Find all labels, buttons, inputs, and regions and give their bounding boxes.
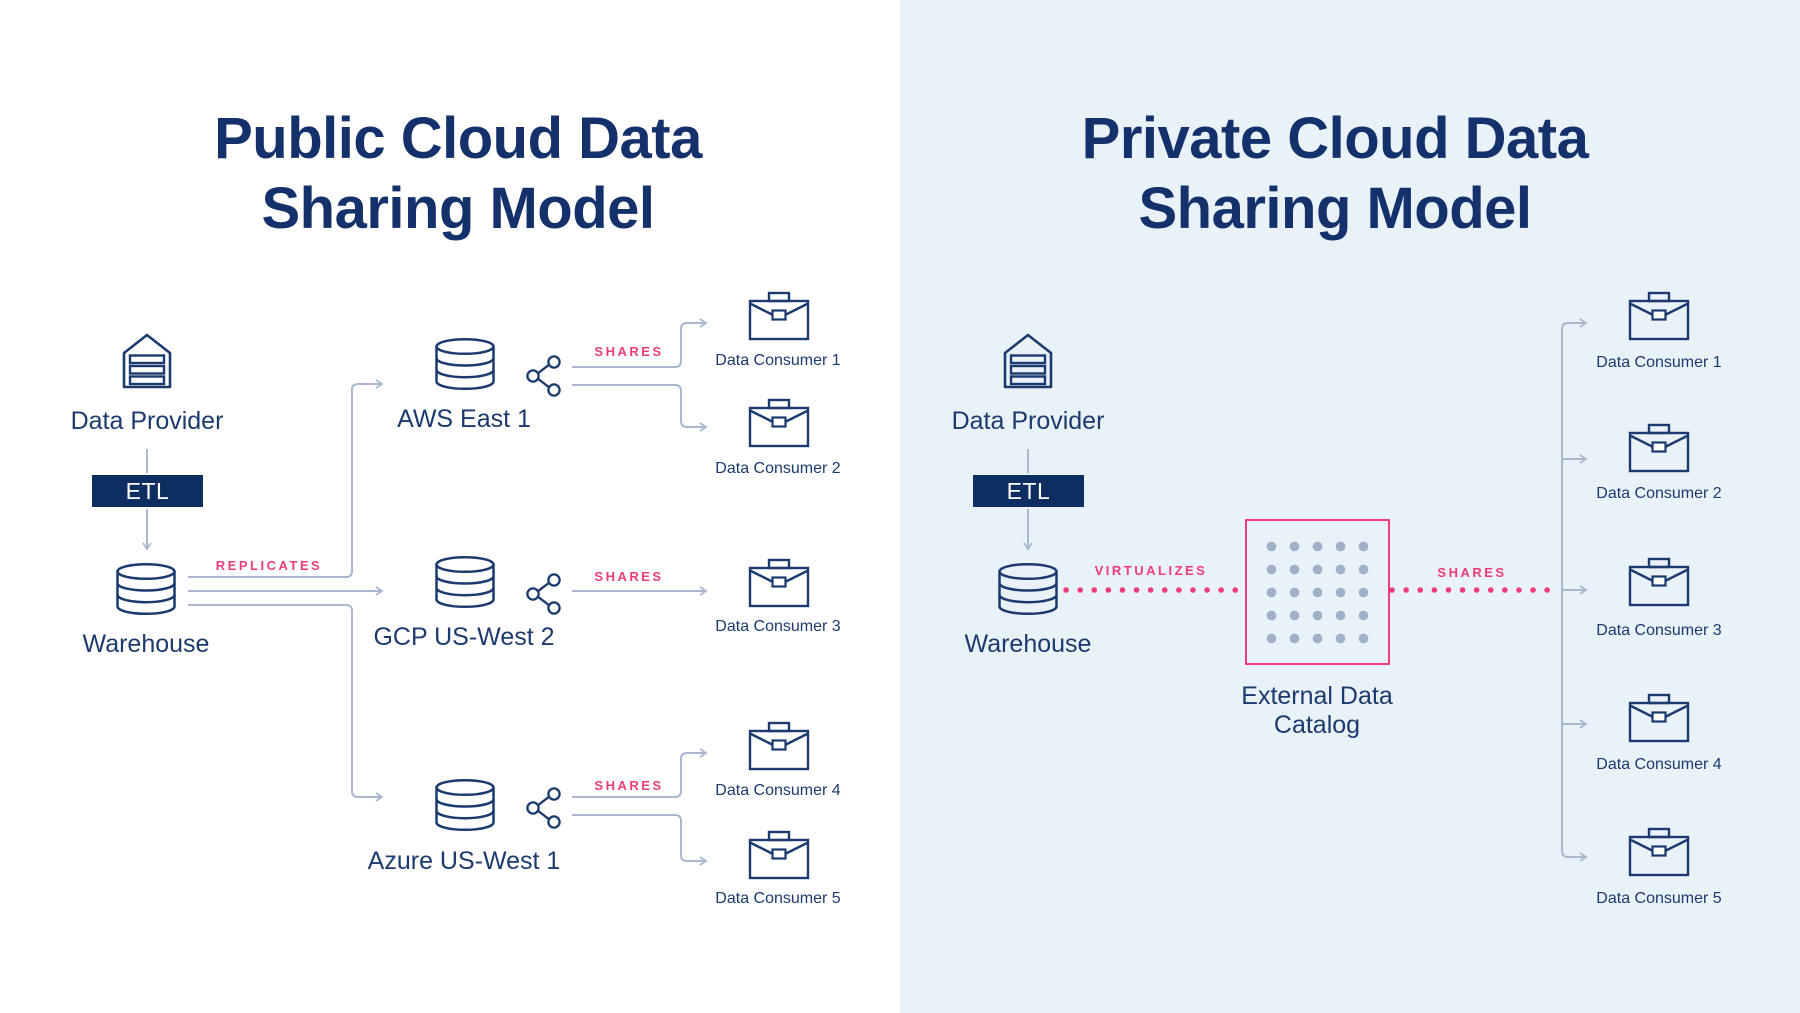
right-data-consumer-5-label: Data Consumer 5 <box>1596 890 1722 907</box>
catalog-label-line1: External Data <box>1241 682 1393 710</box>
aws-database-icon <box>433 337 497 391</box>
public-title-line1: Public Cloud Data <box>214 106 702 171</box>
data-provider-icon <box>1000 332 1056 390</box>
right-warehouse-label: Warehouse <box>964 630 1092 658</box>
public-title-line2: Sharing Model <box>261 176 655 241</box>
left-data-consumer-1-label: Data Consumer 1 <box>715 352 841 369</box>
private-panel-title: Private Cloud Data Sharing Model <box>935 104 1735 244</box>
private-title-line1: Private Cloud Data <box>1081 106 1589 171</box>
aws-share-line-consumer1 <box>572 318 708 368</box>
briefcase-icon <box>1628 557 1690 607</box>
private-title-line2: Sharing Model <box>1138 176 1532 241</box>
azure-database-icon <box>433 778 497 832</box>
gcp-database-icon <box>433 555 497 609</box>
right-warehouse-icon <box>996 562 1060 616</box>
external-data-catalog-label: External Data Catalog <box>1167 682 1467 740</box>
gcp-shares-label: SHARES <box>594 569 664 584</box>
left-etl-box: ETL <box>92 475 203 507</box>
left-data-provider-label: Data Provider <box>70 407 224 435</box>
right-etl-label: ETL <box>1006 477 1051 504</box>
briefcase-icon <box>1628 827 1690 877</box>
catalog-label-line2: Catalog <box>1273 711 1361 739</box>
right-etl-box: ETL <box>973 475 1084 507</box>
public-panel-title: Public Cloud Data Sharing Model <box>58 104 858 244</box>
right-shares-label: SHARES <box>1437 565 1507 580</box>
briefcase-icon <box>1628 291 1690 341</box>
briefcase-icon <box>1628 423 1690 473</box>
azure-share-line-consumer5 <box>572 814 708 866</box>
aws-share-icon <box>526 354 562 398</box>
left-warehouse-icon <box>114 562 178 616</box>
briefcase-icon <box>1628 693 1690 743</box>
left-warehouse-label: Warehouse <box>82 630 210 658</box>
catalog-dot-grid-icon <box>1260 535 1375 650</box>
right-data-provider-label: Data Provider <box>951 407 1105 435</box>
left-data-consumer-3-label: Data Consumer 3 <box>715 618 841 635</box>
briefcase-icon <box>748 398 810 448</box>
replicates-line-azure <box>188 604 384 802</box>
briefcase-icon <box>748 558 810 608</box>
azure-us-west-1-label: Azure US-West 1 <box>367 847 561 875</box>
azure-share-line-consumer4 <box>572 748 708 798</box>
briefcase-icon <box>748 291 810 341</box>
azure-shares-label: SHARES <box>594 778 664 793</box>
aws-east-1-label: AWS East 1 <box>397 405 531 433</box>
aws-share-line-consumer2 <box>572 384 708 432</box>
virtualizes-label: VIRTUALIZES <box>1094 563 1208 578</box>
left-data-consumer-2-label: Data Consumer 2 <box>715 460 841 477</box>
aws-shares-label: SHARES <box>594 344 664 359</box>
right-data-consumer-3-label: Data Consumer 3 <box>1596 622 1722 639</box>
gcp-us-west-2-label: GCP US-West 2 <box>373 623 555 651</box>
right-data-consumer-1-label: Data Consumer 1 <box>1596 354 1722 371</box>
left-etl-label: ETL <box>125 477 170 504</box>
briefcase-icon <box>748 830 810 880</box>
external-data-catalog-box <box>1245 519 1390 665</box>
briefcase-icon <box>748 721 810 771</box>
left-data-consumer-4-label: Data Consumer 4 <box>715 782 841 799</box>
left-data-consumer-5-label: Data Consumer 5 <box>715 890 841 907</box>
replicates-label: REPLICATES <box>215 558 323 573</box>
right-data-consumer-2-label: Data Consumer 2 <box>1596 485 1722 502</box>
data-provider-icon <box>119 332 175 390</box>
right-data-consumer-4-label: Data Consumer 4 <box>1596 756 1722 773</box>
replicates-line-aws <box>188 379 384 578</box>
